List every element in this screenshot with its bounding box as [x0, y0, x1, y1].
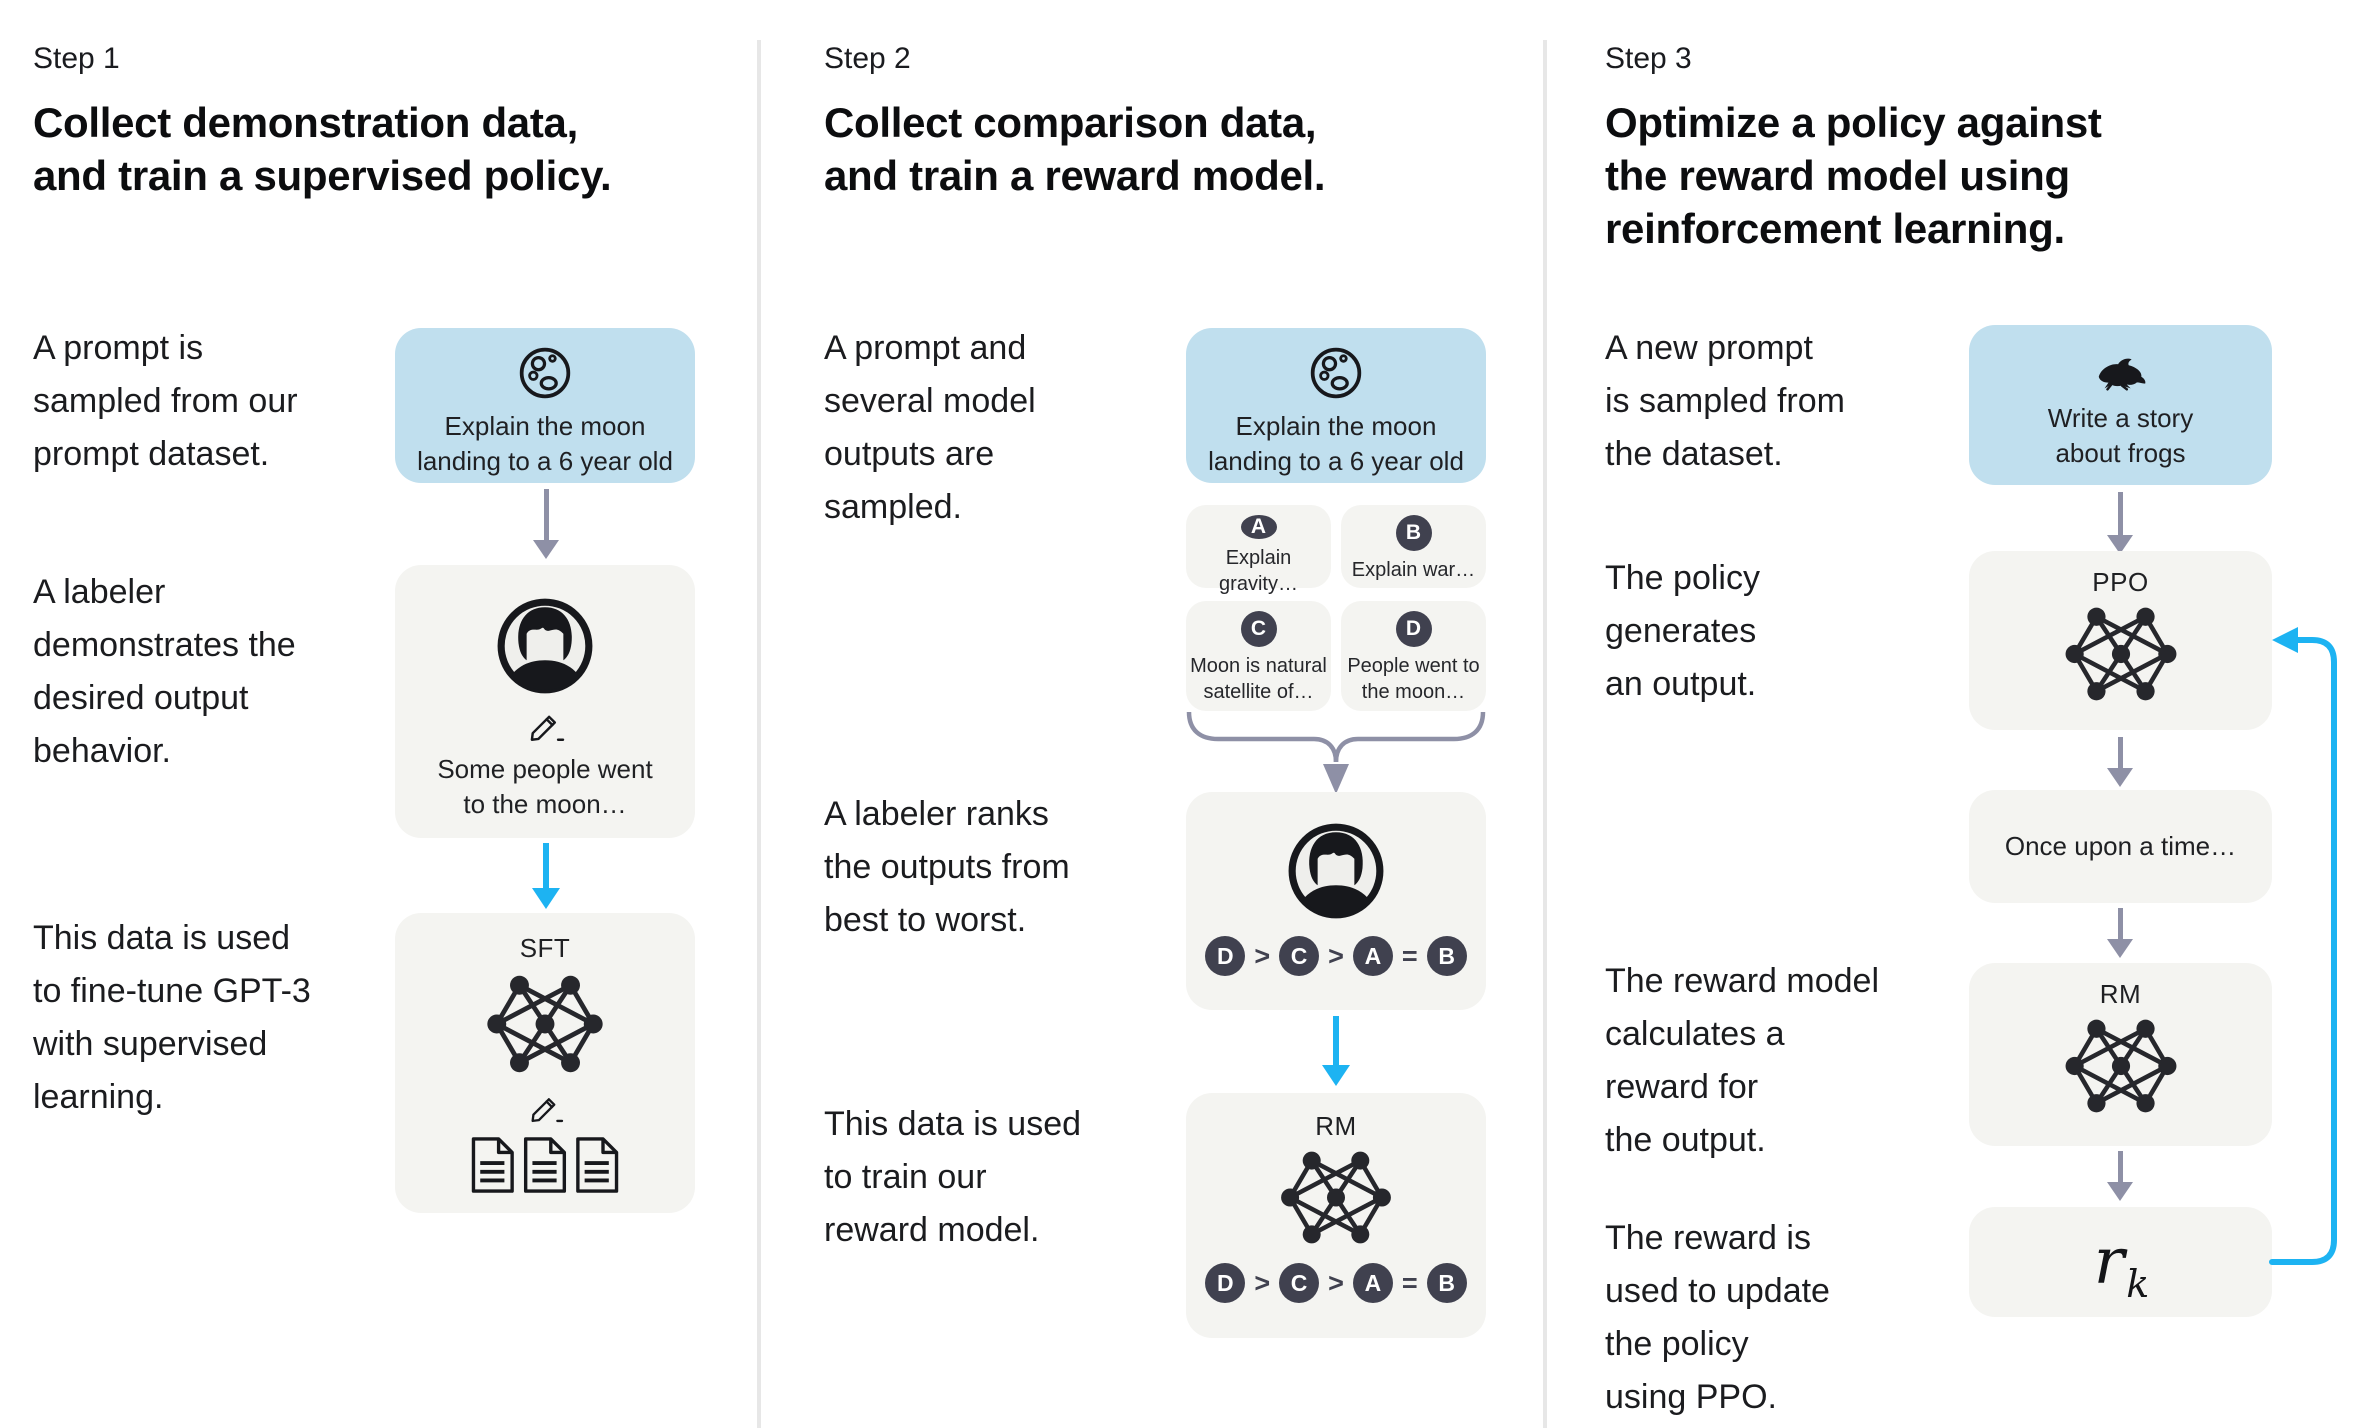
rank-badge: C [1279, 1263, 1320, 1303]
labeler-avatar-icon [1288, 823, 1384, 919]
rank-badge: D [1205, 936, 1246, 976]
output-box-c: C Moon is natural satellite of… [1186, 601, 1331, 711]
step3-reward-box: rk [1969, 1207, 2272, 1317]
rank-operator: > [1328, 1267, 1344, 1298]
output-box-d: D People went to the moon… [1341, 601, 1486, 711]
step1-labeler-text: Some people went to the moon… [437, 754, 653, 819]
step2-kicker: Step 2 [824, 42, 911, 75]
step3-kicker: Step 3 [1605, 42, 1692, 75]
moon-icon [519, 347, 571, 399]
step2-labeler-ranking-box: D > C > A = B [1186, 792, 1486, 1010]
merge-brace-arrow-icon [1186, 712, 1486, 794]
arrow-down-blue-icon [531, 843, 561, 909]
output-text-a: Explain gravity… [1219, 547, 1298, 595]
feedback-loop-arrow-icon [2269, 627, 2337, 1265]
arrow-down-icon [531, 489, 561, 559]
step3-prompt-text: Write a story about frogs [2047, 403, 2194, 468]
step3-ppo-box: PPO [1969, 551, 2272, 730]
step2-prompt-box: Explain the moon landing to a 6 year old [1186, 328, 1486, 483]
documents-icon [471, 1137, 619, 1193]
labeler-avatar-icon [497, 598, 593, 694]
output-box-b: B Explain war… [1341, 505, 1486, 588]
step3-paragraph-prompt: A new prompt is sampled from the dataset… [1605, 329, 1845, 473]
step1-paragraph-labeler: A labeler demonstrates the desired outpu… [33, 573, 296, 770]
pencil-icon [531, 1098, 564, 1123]
rank-badge: C [1279, 936, 1320, 976]
step1-title: Collect demonstration data, and train a … [33, 99, 612, 199]
neural-network-icon [2065, 1019, 2176, 1113]
step3-output-text: Once upon a time… [2004, 831, 2237, 861]
output-text-d: People went to the moon… [1347, 655, 1480, 703]
rank-operator: = [1401, 940, 1418, 971]
neural-network-icon [2065, 607, 2176, 701]
step1-labeler-box: Some people went to the moon… [395, 565, 695, 838]
step2-paragraph-train: This data is used to train our reward mo… [824, 1105, 1082, 1249]
output-text-b: Explain war… [1351, 559, 1476, 581]
rm-label: RM [1315, 1111, 1357, 1141]
arrow-down-icon [2105, 1151, 2135, 1201]
moon-icon [1310, 347, 1362, 399]
neural-network-icon [487, 975, 603, 1073]
step1-prompt-box: Explain the moon landing to a 6 year old [395, 328, 695, 483]
step1-paragraph-finetune: This data is used to fine-tune GPT-3 wit… [33, 919, 311, 1116]
pencil-icon [530, 715, 565, 741]
output-box-a: A Explain gravity… [1186, 505, 1331, 595]
step3-paragraph-policy: The policy generates an output. [1605, 559, 1760, 703]
rank-operator: > [1328, 940, 1344, 971]
step2-prompt-text: Explain the moon landing to a 6 year old [1208, 411, 1464, 476]
rm-label: RM [2099, 979, 2142, 1009]
step1-paragraph-prompt: A prompt is sampled from our prompt data… [33, 329, 298, 473]
step1-prompt-text: Explain the moon landing to a 6 year old [417, 411, 673, 476]
output-badge-a: A [1240, 515, 1277, 539]
ppo-label: PPO [2092, 567, 2149, 597]
arrow-down-blue-icon [1321, 1016, 1351, 1086]
step2-paragraph-sampled: A prompt and several model outputs are s… [824, 329, 1036, 526]
rank-badge: A [1352, 1263, 1393, 1303]
output-badge-d: D [1395, 611, 1432, 647]
rank-badge: A [1352, 936, 1393, 976]
rank-badge: B [1426, 936, 1467, 976]
reward-symbol: r [2093, 1225, 2125, 1299]
arrow-down-icon [2105, 737, 2135, 787]
step1-sft-box: SFT [395, 913, 695, 1213]
step3-paragraph-reward: The reward model calculates a reward for… [1605, 962, 1880, 1159]
column-divider-2 [1543, 40, 1547, 1428]
step3-paragraph-update: The reward is used to update the policy … [1605, 1219, 1830, 1416]
arrow-down-icon [2105, 492, 2135, 554]
step3-prompt-box: Write a story about frogs [1969, 325, 2272, 485]
step3-output-box: Once upon a time… [1969, 790, 2272, 903]
output-badge-b: B [1395, 515, 1432, 551]
labeler-ranking-row: D > C > A = B [1205, 936, 1467, 976]
step3-rm-box: RM [1969, 963, 2272, 1146]
arrow-down-icon [2105, 908, 2135, 958]
rank-badge: B [1426, 1263, 1467, 1303]
output-badge-c: C [1240, 611, 1277, 647]
reward-subscript: k [2126, 1262, 2150, 1306]
sft-label: SFT [519, 933, 571, 963]
step2-title: Collect comparison data, and train a rew… [824, 99, 1326, 199]
rm-ranking-row: D > C > A = B [1205, 1263, 1467, 1303]
step1-kicker: Step 1 [33, 42, 120, 75]
frog-icon [2098, 358, 2145, 391]
step2-rm-box: RM D > C > A = B [1186, 1093, 1486, 1338]
reward-value: rk [2093, 1225, 2150, 1306]
output-text-c: Moon is natural satellite of… [1190, 655, 1327, 703]
step2-paragraph-ranks: A labeler ranks the outputs from best to… [824, 795, 1070, 939]
rank-badge: D [1205, 1263, 1246, 1303]
rank-operator: > [1254, 940, 1271, 971]
rank-operator: = [1401, 1267, 1418, 1298]
step3-title: Optimize a policy against the reward mod… [1605, 99, 2102, 252]
column-divider-1 [757, 40, 761, 1428]
rank-operator: > [1254, 1267, 1271, 1298]
neural-network-icon [1281, 1151, 1391, 1244]
